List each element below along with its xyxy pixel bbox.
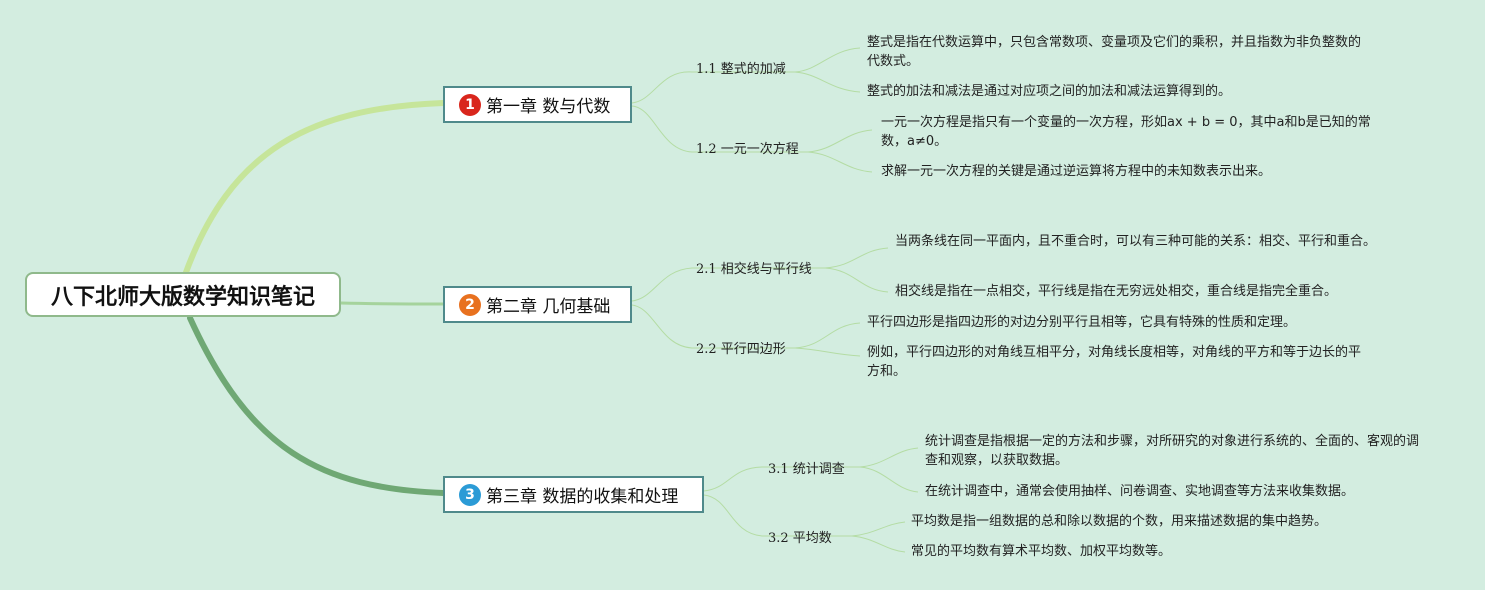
note-1-2-2[interactable]: 求解一元一次方程的关键是通过逆运算将方程中的未知数表示出来。 bbox=[881, 164, 1272, 179]
branch-line-2 bbox=[339, 301, 445, 306]
link-s12-n2 bbox=[807, 151, 873, 173]
note-3-2-1[interactable]: 平均数是指一组数据的总和除以数据的个数，用来描述数据的集中趋势。 bbox=[911, 514, 1328, 529]
link-s31-n1 bbox=[859, 447, 919, 468]
note-1-1-1[interactable]: 整式是指在代数运算中，只包含常数项、变量项及它们的乘积，并且指数为非负整数的代数… bbox=[867, 35, 1362, 69]
link-s11-n1 bbox=[794, 47, 861, 73]
note-3-2-2[interactable]: 常见的平均数有算术平均数、加权平均数等。 bbox=[911, 544, 1172, 559]
link-s12-n1 bbox=[807, 129, 873, 153]
section-3-1[interactable]: 3.1 统计调查 bbox=[768, 462, 845, 477]
link-s22-n1 bbox=[794, 322, 861, 349]
note-2-1-1[interactable]: 当两条线在同一平面内，且不重合时，可以有三种可能的关系：相交、平行和重合。 bbox=[895, 234, 1377, 249]
link-ch3-s31 bbox=[703, 466, 860, 492]
note-1-2-1[interactable]: 一元一次方程是指只有一个变量的一次方程，形如ax + b = 0，其中a和b是已… bbox=[881, 115, 1371, 149]
link-s31-n2 bbox=[859, 466, 919, 493]
chapter-3-node[interactable]: 3 第三章 数据的收集和处理 bbox=[443, 476, 704, 513]
number-3-badge-icon: 3 bbox=[459, 483, 481, 506]
link-ch1-s11 bbox=[631, 71, 795, 104]
link-ch2-s22 bbox=[631, 304, 795, 349]
branch-line-1 bbox=[182, 100, 446, 278]
link-s32-n2 bbox=[851, 535, 906, 553]
link-ch2-s21 bbox=[631, 267, 825, 302]
section-3-2[interactable]: 3.2 平均数 bbox=[768, 531, 832, 546]
number-2-badge-icon: 2 bbox=[459, 293, 481, 316]
link-s32-n1 bbox=[851, 521, 906, 537]
note-1-1-2[interactable]: 整式的加法和减法是通过对应项之间的加法和减法运算得到的。 bbox=[867, 84, 1232, 99]
chapter-1-title: 第一章 数与代数 bbox=[486, 97, 611, 117]
chapter-2-title: 第二章 几何基础 bbox=[486, 297, 611, 317]
link-s11-n2 bbox=[794, 71, 861, 93]
note-2-1-2[interactable]: 相交线是指在一点相交，平行线是指在无穷远处相交，重合线是指完全重合。 bbox=[895, 284, 1338, 299]
link-s21-n1 bbox=[824, 247, 889, 269]
link-s22-n2 bbox=[794, 347, 861, 357]
note-2-2-2[interactable]: 例如，平行四边形的对角线互相平分，对角线长度相等，对角线的平方和等于边长的平方和… bbox=[867, 345, 1362, 379]
chapter-3-title: 第三章 数据的收集和处理 bbox=[486, 487, 679, 507]
link-ch3-s32 bbox=[703, 494, 852, 537]
root-title: 八下北师大版数学知识笔记 bbox=[50, 284, 315, 310]
link-ch1-s12 bbox=[631, 105, 808, 153]
number-1-badge-icon: 1 bbox=[459, 93, 481, 116]
section-2-2[interactable]: 2.2 平行四边形 bbox=[696, 342, 786, 357]
note-3-1-1[interactable]: 统计调查是指根据一定的方法和步骤，对所研究的对象进行系统的、全面的、客观的调查和… bbox=[925, 434, 1420, 468]
section-1-1[interactable]: 1.1 整式的加减 bbox=[696, 62, 786, 77]
note-2-2-1[interactable]: 平行四边形是指四边形的对边分别平行且相等，它具有特殊的性质和定理。 bbox=[867, 315, 1297, 330]
root-topic[interactable]: 八下北师大版数学知识笔记 bbox=[25, 272, 341, 317]
branch-line-3 bbox=[187, 315, 446, 496]
section-2-1[interactable]: 2.1 相交线与平行线 bbox=[696, 262, 812, 277]
note-3-1-2[interactable]: 在统计调查中，通常会使用抽样、问卷调查、实地调查等方法来收集数据。 bbox=[925, 484, 1355, 499]
chapter-2-node[interactable]: 2 第二章 几何基础 bbox=[443, 286, 632, 323]
section-1-2[interactable]: 1.2 一元一次方程 bbox=[696, 142, 799, 157]
link-s21-n2 bbox=[824, 267, 889, 293]
chapter-1-node[interactable]: 1 第一章 数与代数 bbox=[443, 86, 632, 123]
